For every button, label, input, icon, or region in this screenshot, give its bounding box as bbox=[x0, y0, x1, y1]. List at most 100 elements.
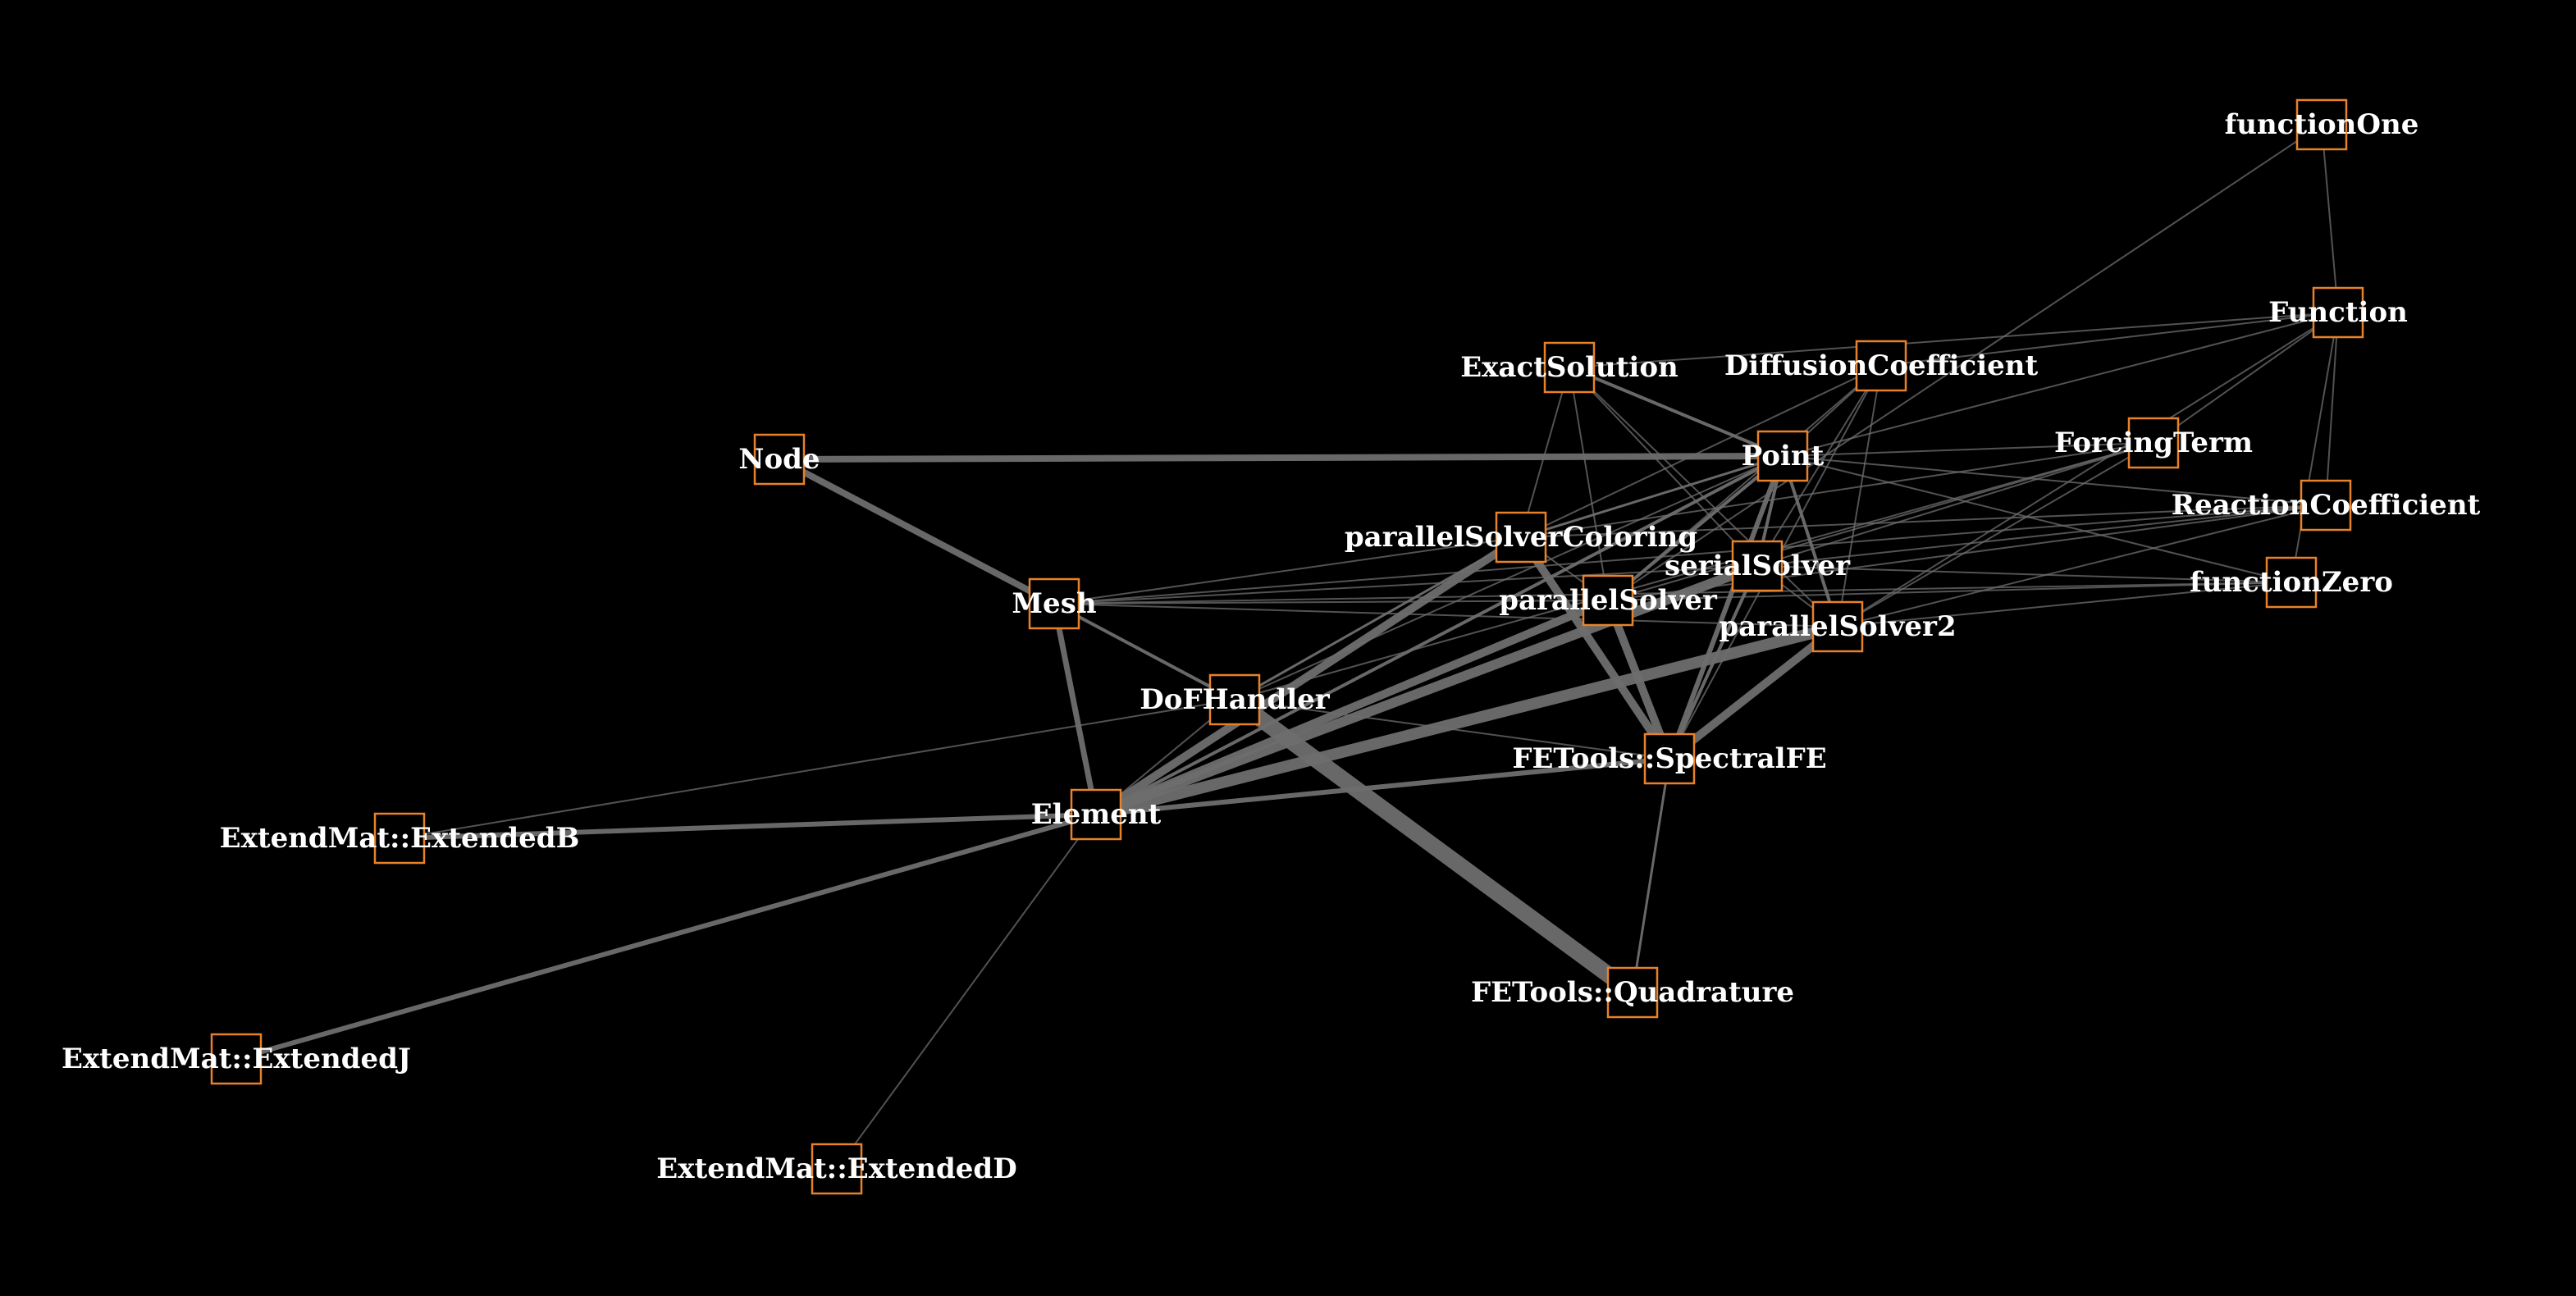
node-diffusioncoefficient[interactable]: DiffusionCoefficient bbox=[1724, 340, 2039, 392]
edge-mesh-dofhandler bbox=[1053, 602, 1236, 701]
edge-functionzero-parallelsolver bbox=[1607, 582, 2292, 601]
edge-spectralfe-point bbox=[1667, 454, 1785, 761]
edge-extendedb-dofhandler bbox=[399, 699, 1235, 839]
node-box[interactable] bbox=[1756, 430, 1809, 482]
node-box[interactable] bbox=[811, 1143, 863, 1195]
edge-element-spectralfe bbox=[1094, 756, 1672, 817]
node-mesh[interactable]: Mesh bbox=[1012, 577, 1097, 630]
node-label: parallelSolver2 bbox=[1719, 610, 1956, 643]
node-box[interactable] bbox=[753, 433, 806, 486]
edge-reactioncoefficient-point bbox=[1782, 455, 2327, 506]
edge-forcingterm-serialsolver bbox=[1756, 442, 2154, 567]
node-box[interactable] bbox=[1543, 341, 1596, 394]
edge-mesh-parallelsolver2 bbox=[1053, 603, 1838, 627]
edge-reactioncoefficient-serialsolver bbox=[1756, 504, 2327, 567]
node-label: Point bbox=[1742, 440, 1825, 472]
node-box[interactable] bbox=[1811, 600, 1864, 653]
node-extendedb[interactable]: ExtendMat::ExtendedB bbox=[220, 812, 580, 865]
edge-function-reactioncoefficient bbox=[2325, 312, 2339, 506]
node-quadrature[interactable]: FETools::Quadrature bbox=[1471, 966, 1794, 1019]
edge-function-exactsolution bbox=[1569, 312, 2339, 368]
node-box[interactable] bbox=[2312, 286, 2364, 339]
edge-functionzero-serialsolver bbox=[1756, 565, 2292, 583]
edge-element-parallelsolvercoloring bbox=[1092, 533, 1525, 819]
node-exactsolution[interactable]: ExactSolution bbox=[1460, 341, 1679, 394]
node-label: ExtendMat::ExtendedD bbox=[656, 1152, 1016, 1185]
edge-mesh-element bbox=[1051, 600, 1099, 818]
edge-spectralfe-quadrature bbox=[1631, 757, 1671, 994]
edge-exactsolution-parallelsolvercoloring bbox=[1520, 367, 1570, 538]
node-parallelsolver[interactable]: parallelSolver bbox=[1499, 574, 1718, 627]
node-label: ExactSolution bbox=[1460, 351, 1679, 384]
node-label: Mesh bbox=[1012, 587, 1096, 620]
node-label: DoFHandler bbox=[1140, 683, 1330, 716]
edge-dofhandler-forcingterm bbox=[1234, 442, 2154, 700]
edge-functionone-parallelsolver bbox=[1607, 124, 2323, 601]
node-serialsolver[interactable]: serialSolver bbox=[1665, 540, 1851, 592]
edge-element-extendedb bbox=[397, 812, 1098, 841]
node-element[interactable]: Element bbox=[1031, 788, 1162, 841]
node-forcingterm[interactable]: ForcingTerm bbox=[2054, 417, 2253, 469]
edge-function-functionzero bbox=[2291, 312, 2339, 583]
edge-functionzero-point bbox=[1782, 455, 2292, 583]
edge-function-point bbox=[1782, 312, 2339, 457]
node-box[interactable] bbox=[2127, 417, 2180, 469]
node-functionone[interactable]: functionOne bbox=[2225, 98, 2419, 151]
node-box[interactable] bbox=[1643, 732, 1696, 785]
edge-exactsolution-point bbox=[1568, 366, 1784, 458]
node-parallelsolvercoloring[interactable]: parallelSolverColoring bbox=[1345, 511, 1697, 564]
node-box[interactable] bbox=[1606, 966, 1659, 1019]
node-box[interactable] bbox=[373, 812, 426, 865]
node-dofhandler[interactable]: DoFHandler bbox=[1140, 673, 1331, 726]
node-label: Function bbox=[2268, 296, 2408, 329]
edge-function-diffusioncoefficient bbox=[1880, 312, 2339, 367]
node-box[interactable] bbox=[210, 1033, 263, 1085]
edge-reactioncoefficient-parallelsolvercoloring bbox=[1520, 504, 2327, 538]
edge-spectralfe-parallelsolver bbox=[1604, 596, 1674, 763]
edge-spectralfe-parallelsolvercoloring bbox=[1517, 533, 1674, 763]
edge-element-extendedd bbox=[836, 814, 1097, 1170]
edge-dofhandler-quadrature bbox=[1226, 691, 1641, 1001]
node-label: parallelSolverColoring bbox=[1345, 521, 1697, 554]
edge-forcingterm-parallelsolver bbox=[1607, 442, 2154, 601]
node-functionzero[interactable]: functionZero bbox=[2190, 556, 2393, 609]
edge-element-extendedj bbox=[234, 812, 1098, 1061]
edge-reactioncoefficient-parallelsolver bbox=[1607, 504, 2327, 601]
edge-element-serialsolver bbox=[1091, 561, 1762, 819]
node-box[interactable] bbox=[1208, 673, 1261, 726]
node-box[interactable] bbox=[1028, 577, 1080, 630]
node-spectralfe[interactable]: FETools::SpectralFE bbox=[1512, 732, 1827, 785]
edge-point-parallelsolver bbox=[1606, 454, 1784, 602]
node-box[interactable] bbox=[2300, 479, 2352, 532]
node-label: functionZero bbox=[2190, 566, 2393, 599]
node-label: parallelSolver bbox=[1499, 584, 1718, 617]
node-box[interactable] bbox=[2265, 556, 2318, 609]
node-box[interactable] bbox=[1495, 511, 1547, 564]
edge-forcingterm-parallelsolvercoloring bbox=[1520, 442, 2154, 538]
node-label: FETools::SpectralFE bbox=[1512, 742, 1826, 775]
edge-point-parallelsolver2 bbox=[1781, 454, 1839, 628]
node-label: functionOne bbox=[2225, 108, 2419, 141]
node-reactioncoefficient[interactable]: ReactionCoefficient bbox=[2172, 479, 2481, 532]
node-node[interactable]: Node bbox=[738, 433, 820, 486]
node-extendedd[interactable]: ExtendMat::ExtendedD bbox=[656, 1143, 1017, 1195]
node-label: serialSolver bbox=[1665, 550, 1851, 582]
edge-spectralfe-parallelsolver2 bbox=[1665, 623, 1842, 763]
edge-diffusioncoefficient-parallelsolvercoloring bbox=[1520, 365, 1882, 538]
node-point[interactable]: Point bbox=[1742, 430, 1825, 482]
node-box[interactable] bbox=[1731, 540, 1784, 592]
node-parallelsolver2[interactable]: parallelSolver2 bbox=[1719, 600, 1957, 653]
node-extendedj[interactable]: ExtendMat::ExtendedJ bbox=[62, 1033, 411, 1085]
node-box[interactable] bbox=[1582, 574, 1634, 627]
node-function[interactable]: Function bbox=[2268, 286, 2408, 339]
edge-node-point bbox=[776, 453, 1786, 463]
edge-node-mesh bbox=[776, 456, 1057, 607]
edge-exactsolution-parallelsolver bbox=[1569, 367, 1609, 601]
node-label: Element bbox=[1031, 798, 1162, 831]
node-label: ForcingTerm bbox=[2054, 427, 2253, 459]
edge-element-parallelsolver2 bbox=[1090, 621, 1843, 820]
node-box[interactable] bbox=[1070, 788, 1122, 841]
node-box[interactable] bbox=[2295, 98, 2348, 151]
node-box[interactable] bbox=[1855, 340, 1907, 392]
